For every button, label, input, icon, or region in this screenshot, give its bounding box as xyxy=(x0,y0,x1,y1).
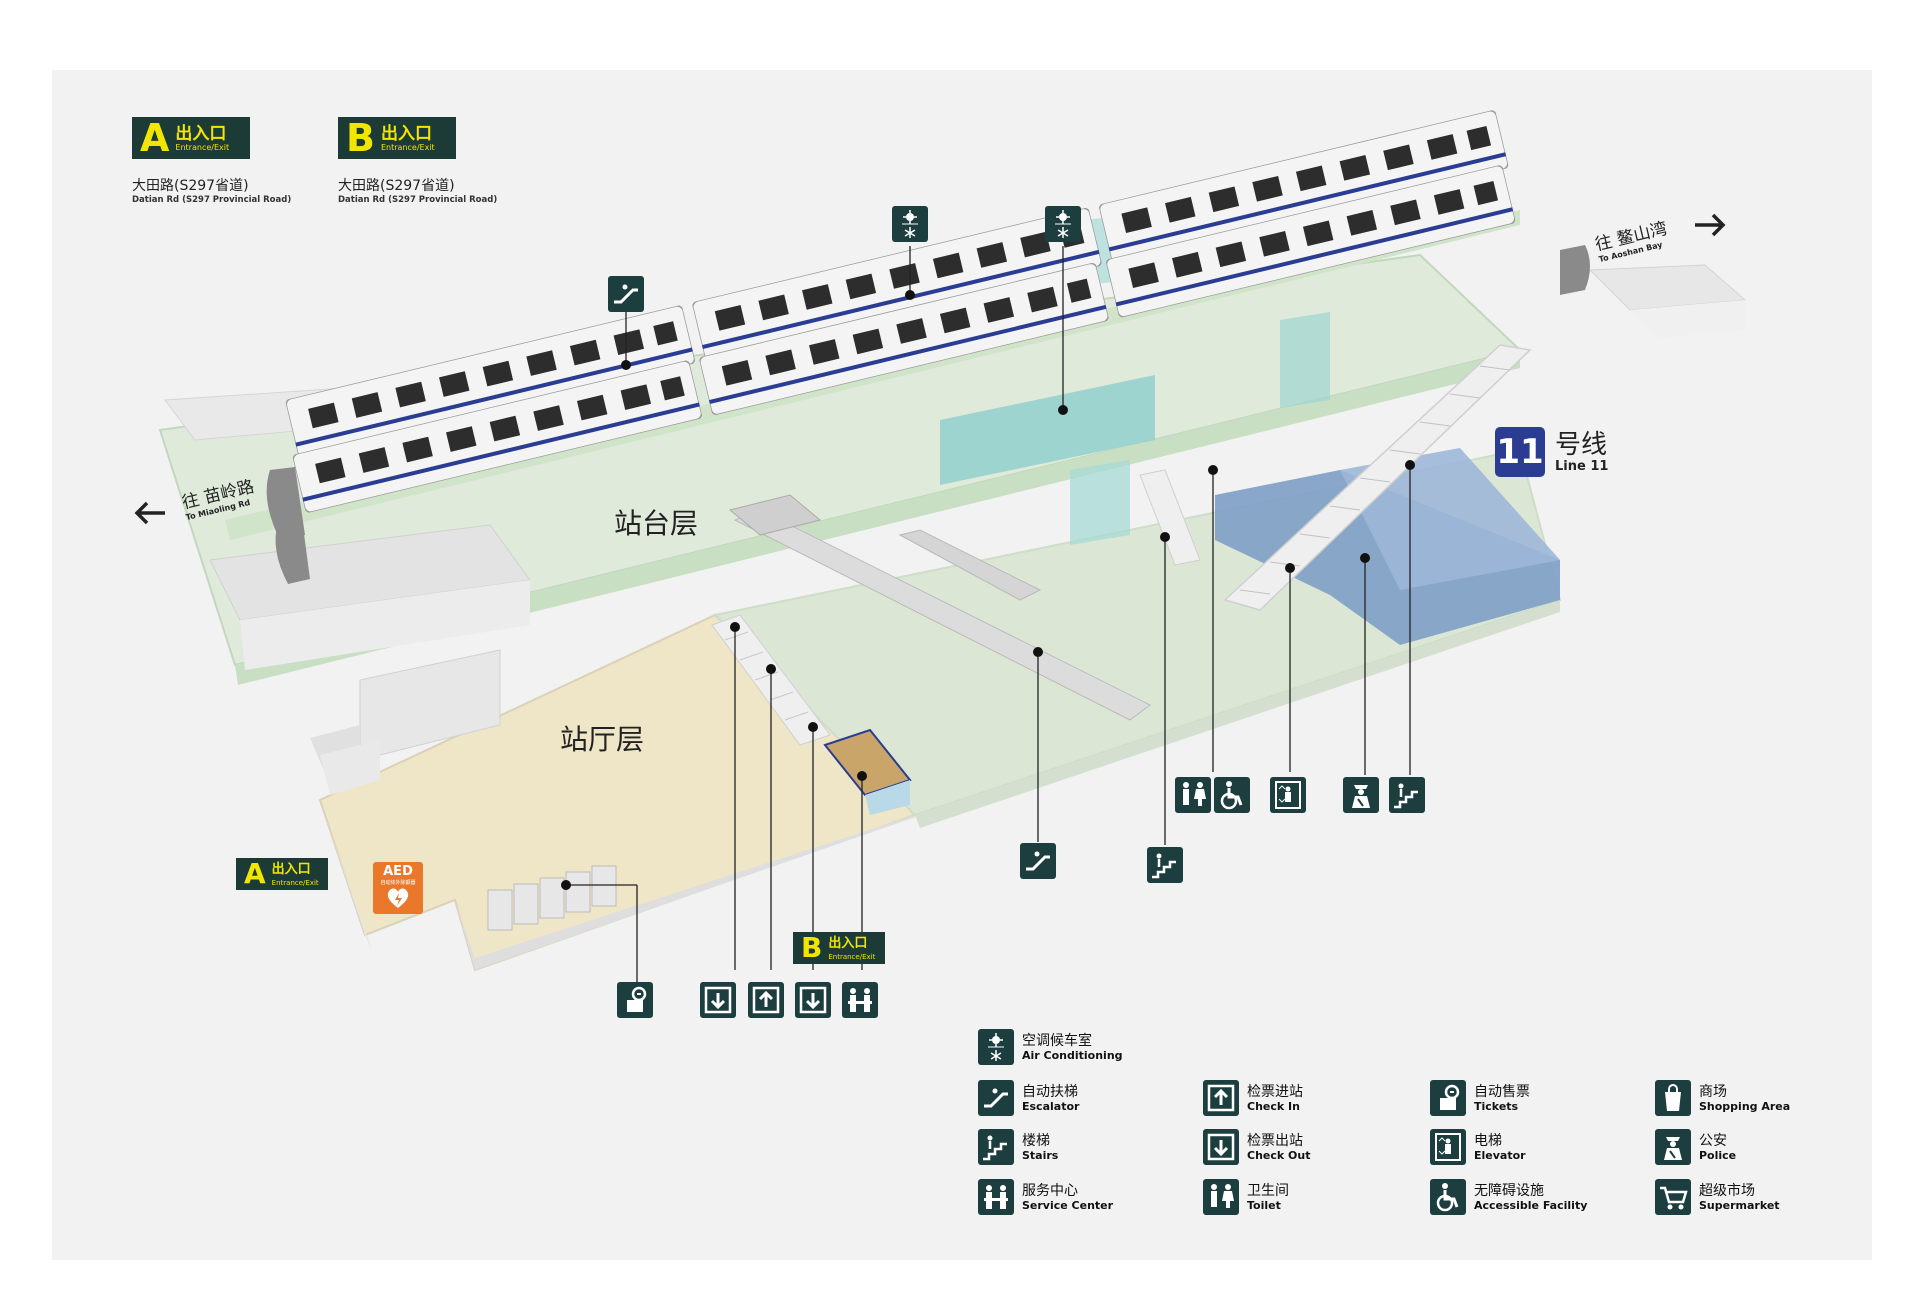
legend-label-cn: 商场 xyxy=(1699,1083,1727,1100)
legend-label-cn: 服务中心 xyxy=(1022,1182,1078,1199)
check-out-icon xyxy=(1203,1129,1239,1165)
legend-label-cn: 无障碍设施 xyxy=(1474,1182,1544,1199)
air-conditioning-icon xyxy=(1045,206,1081,242)
legend-label-en: Accessible Facility xyxy=(1474,1198,1588,1212)
heart-icon xyxy=(387,888,409,908)
shopping-icon xyxy=(1655,1080,1691,1116)
legend-label-en: Air Conditioning xyxy=(1022,1048,1123,1062)
legend-label-cn: 超级市场 xyxy=(1699,1182,1755,1199)
legend-label-cn: 公安 xyxy=(1699,1132,1727,1149)
police-icon xyxy=(1655,1129,1691,1165)
check-in-icon xyxy=(748,982,784,1018)
tickets-icon xyxy=(617,982,653,1018)
air-conditioning-icon xyxy=(978,1029,1014,1065)
air-conditioning-icon xyxy=(892,206,928,242)
legend-label-en: Stairs xyxy=(1022,1148,1059,1162)
concourse-level-label: 站厅层 xyxy=(560,723,645,756)
line-11-badge: 11 号线 Line 11 xyxy=(1495,427,1608,477)
escalator-icon xyxy=(608,276,644,312)
legend-label-cn: 检票出站 xyxy=(1247,1132,1303,1149)
accessible-icon xyxy=(1430,1179,1466,1215)
legend-label-cn: 空调候车室 xyxy=(1022,1032,1092,1049)
supermarket-icon xyxy=(1655,1179,1691,1215)
legend-label-cn: 楼梯 xyxy=(1022,1132,1050,1149)
stairs-icon xyxy=(978,1129,1014,1165)
police-icon xyxy=(1343,777,1379,813)
elevator-icon xyxy=(1270,777,1306,813)
legend-label-cn: 自动扶梯 xyxy=(1022,1083,1078,1100)
legend-label-en: Police xyxy=(1699,1148,1737,1162)
check-out-icon xyxy=(700,982,736,1018)
legend-label-en: Shopping Area xyxy=(1699,1099,1791,1113)
legend-label-cn: 自动售票 xyxy=(1474,1083,1530,1100)
entrance-b-road: 大田路(S297省道) Datian Rd (S297 Provincial R… xyxy=(338,178,498,205)
stairs-icon xyxy=(1389,777,1425,813)
legend-label-en: Escalator xyxy=(1022,1099,1080,1113)
elevator-icon xyxy=(1430,1129,1466,1165)
legend-label-en: Service Center xyxy=(1022,1198,1114,1212)
legend-label-cn: 检票进站 xyxy=(1247,1083,1303,1100)
legend-label-cn: 电梯 xyxy=(1474,1132,1502,1149)
service-center-icon xyxy=(842,982,878,1018)
check-in-icon xyxy=(1203,1080,1239,1116)
stairs-icon xyxy=(1147,847,1183,883)
accessible-icon xyxy=(1214,777,1250,813)
legend-label-en: Check Out xyxy=(1247,1148,1311,1162)
legend-label-en: Toilet xyxy=(1247,1198,1281,1212)
stair-right xyxy=(1223,344,1532,611)
escalator-icon xyxy=(1020,843,1056,879)
legend-label-en: Elevator xyxy=(1474,1148,1526,1162)
line-number: 11 xyxy=(1495,427,1545,477)
tickets-icon xyxy=(1430,1080,1466,1116)
escalator-icon xyxy=(978,1080,1014,1116)
service-center-icon xyxy=(978,1179,1014,1215)
legend-label-en: Supermarket xyxy=(1699,1198,1780,1212)
check-out-icon xyxy=(795,982,831,1018)
legend-label-en: Check In xyxy=(1247,1099,1300,1113)
platform-level-label: 站台层 xyxy=(614,507,699,540)
legend-label-cn: 卫生间 xyxy=(1247,1182,1289,1199)
entrance-a-road: 大田路(S297省道) Datian Rd (S297 Provincial R… xyxy=(132,178,292,205)
aed-sign: AED 自动体外除颤器 xyxy=(373,862,423,914)
toilet-icon xyxy=(1175,777,1211,813)
legend-label-en: Tickets xyxy=(1474,1099,1519,1113)
toilet-icon xyxy=(1203,1179,1239,1215)
